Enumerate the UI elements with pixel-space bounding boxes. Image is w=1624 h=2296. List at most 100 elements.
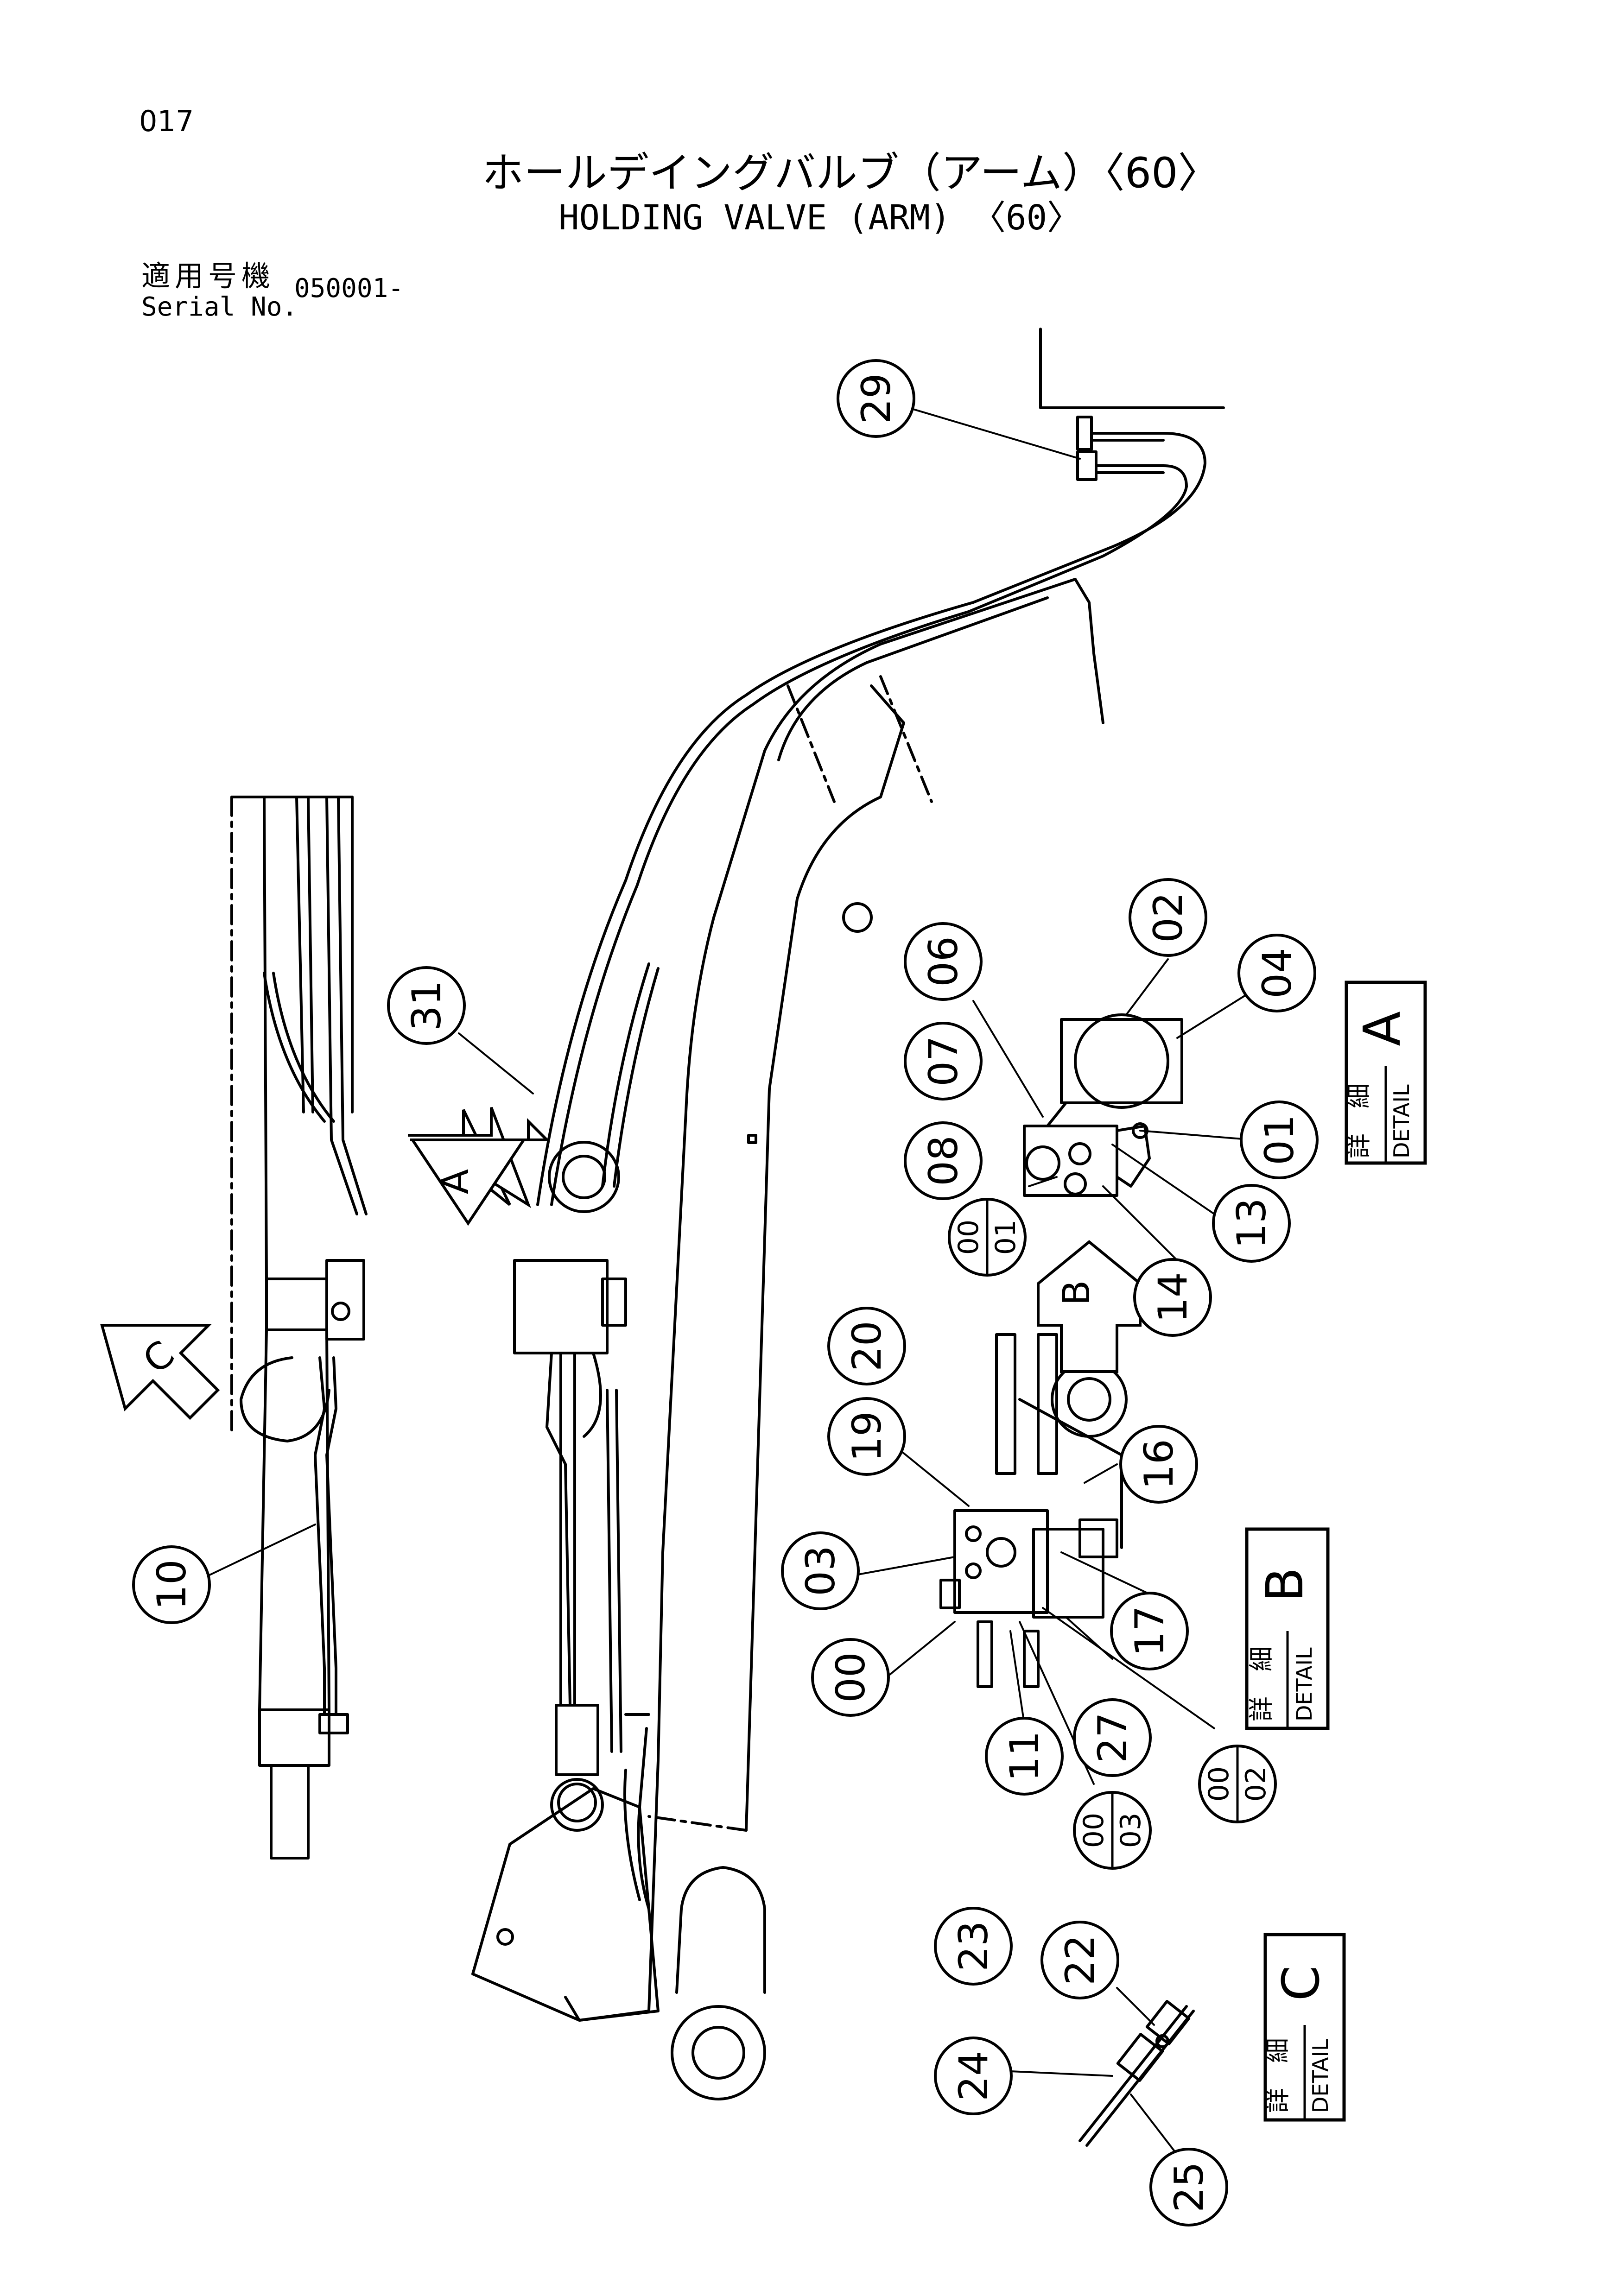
callout-label: 10 [149,1559,195,1610]
callout-label: 07 [920,1036,967,1086]
callout-20: 20 [827,1307,906,1385]
callout-23: 23 [934,1907,1013,1986]
callout-03: 03 [781,1531,860,1610]
callout-24: 24 [934,2037,1013,2115]
callout-label: 06 [920,936,967,987]
callout-circle [1129,878,1207,957]
callout-label: 25 [1166,2162,1212,2212]
callout-circle [827,1397,906,1476]
arm-cylinder-side-view [230,796,368,1860]
detail-a-assembly [1023,1013,1183,1197]
callout-circle [904,922,983,1001]
callout-22: 22 [1040,1921,1119,1999]
callout-17: 17 [1110,1592,1189,1670]
callout-circle [1119,1425,1198,1504]
callout-label: 17 [1127,1606,1173,1656]
hose-fittings-top [1076,416,1165,481]
callout-label: 04 [1254,948,1300,998]
detail-box-a-en: DETAIL [1389,1084,1414,1158]
serial-number-value: 050001- [294,273,404,304]
split-callout-bottom: 01 [990,1220,1022,1255]
callout-label: 01 [1256,1114,1303,1165]
view-arrow-a: A [408,1107,551,1226]
callout-label: 27 [1090,1712,1136,1763]
arm-cylinder-main [513,1141,627,1822]
callout-circle [1237,934,1316,1012]
detail-box-b: 詳 細 DETAIL B [1245,1527,1330,1730]
callout-circle [1133,1258,1212,1337]
callout-circle [904,1121,983,1200]
split-callout-top: 00 [1078,1813,1110,1848]
callout-circle [1240,1101,1319,1179]
callout-label: 14 [1150,1272,1196,1322]
view-arrow-c: C [100,1324,220,1420]
cab-corner-outline [1039,328,1225,409]
callout-circle [1073,1698,1152,1777]
callout-label: 29 [853,373,900,424]
detail-b-assembly [939,1333,1128,1688]
view-arrow-a-label: A [434,1169,477,1194]
callout-label: 24 [951,2050,997,2101]
detail-box-c-jp: 詳 細 [1263,2038,1292,2113]
split-callout-top: 00 [952,1220,985,1255]
callout-19: 19 [827,1397,906,1476]
callout-label: 23 [951,1921,997,1971]
callout-label: 00 [828,1652,874,1702]
callout-label: 16 [1136,1439,1182,1489]
boom-outline [564,578,1104,2022]
callout-13: 13 [1212,1184,1291,1263]
split-callout-bottom: 03 [1115,1813,1147,1848]
callout-circle [1110,1592,1189,1670]
detail-box-b-letter: B [1255,1567,1314,1602]
detail-box-c-letter: C [1271,1966,1331,2001]
split-callout-bottom: 02 [1240,1766,1272,1802]
detail-box-c-en: DETAIL [1308,2039,1333,2113]
callout-07: 07 [904,1022,983,1101]
callout-14: 14 [1133,1258,1212,1337]
callout-label: 20 [844,1321,890,1371]
callout-label: 08 [920,1135,967,1186]
callout-label: 02 [1145,892,1192,942]
callout-10: 10 [132,1545,211,1624]
callout-11: 11 [985,1717,1064,1796]
split-callout-top: 00 [1203,1766,1235,1802]
callout-circle [934,1907,1013,1986]
page-number: 017 [139,104,194,138]
detail-c-assembly [1078,1999,1195,2147]
callout-circle [811,1638,890,1717]
boom-hoses [536,432,1206,1910]
callout-circle [1212,1184,1291,1263]
callout-group: 29 31 10 02 04 06 07 08 01 13 14 20 19 16 03 17 00 11 27 23… [132,359,1319,2226]
callout-circle [827,1307,906,1385]
detail-box-c: 詳 細 DETAIL C [1263,1933,1346,2122]
callout-label: 13 [1229,1198,1275,1248]
detail-box-b-jp: 詳 細 [1247,1646,1276,1721]
callout-02: 02 [1129,878,1207,957]
callout-06: 06 [904,922,983,1001]
callout-01: 01 [1240,1101,1319,1179]
detail-box-a-jp: 詳 細 [1344,1083,1373,1158]
callout-circle [837,359,915,438]
view-arrow-b: B [1037,1240,1142,1373]
callout-04: 04 [1237,934,1316,1012]
detail-box-b-en: DETAIL [1292,1647,1317,1721]
callout-label: 31 [404,980,450,1031]
callout-31: 31 [387,966,466,1045]
callout-circle [387,966,466,1045]
title-japanese: ホールデイングバルブ（アーム）〈60〉 [482,149,1220,197]
callout-16: 16 [1119,1425,1198,1504]
serial-label-english: Serial No. [141,292,298,322]
view-arrow-b-label: B [1055,1280,1098,1306]
callout-circle [1149,2148,1228,2226]
callout-27: 27 [1073,1698,1152,1777]
callout-circle [985,1717,1064,1796]
callout-29: 29 [837,359,915,438]
callout-00: 00 [811,1638,890,1717]
callout-label: 22 [1057,1935,1104,1985]
callout-circle [781,1531,860,1610]
callout-circle [934,2037,1013,2115]
